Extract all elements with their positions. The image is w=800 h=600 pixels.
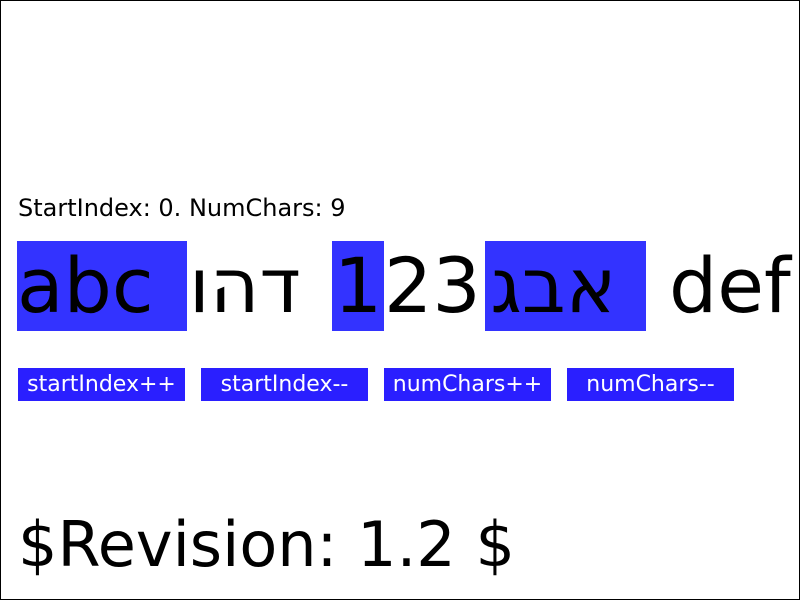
text-segment-def: def (669, 241, 791, 330)
num-chars-increment-button[interactable]: numChars++ (384, 368, 551, 401)
text-segment-digits-23: 23 (384, 241, 481, 330)
revision-label: $Revision: 1.2 $ (18, 508, 515, 581)
start-index-decrement-button[interactable]: startIndex-- (201, 368, 368, 401)
bidi-text-line: abc דהו 1 23 אבג def (1, 241, 800, 333)
status-readout: StartIndex: 0. NumChars: 9 (18, 194, 346, 222)
text-segment-hebrew-1: דהו (189, 241, 301, 330)
start-index-increment-button[interactable]: startIndex++ (18, 368, 185, 401)
text-segment-abc: abc (17, 241, 187, 331)
text-segment-hebrew-2: אבג (485, 241, 646, 331)
text-segment-digit-1: 1 (332, 241, 384, 331)
num-chars-decrement-button[interactable]: numChars-- (567, 368, 734, 401)
